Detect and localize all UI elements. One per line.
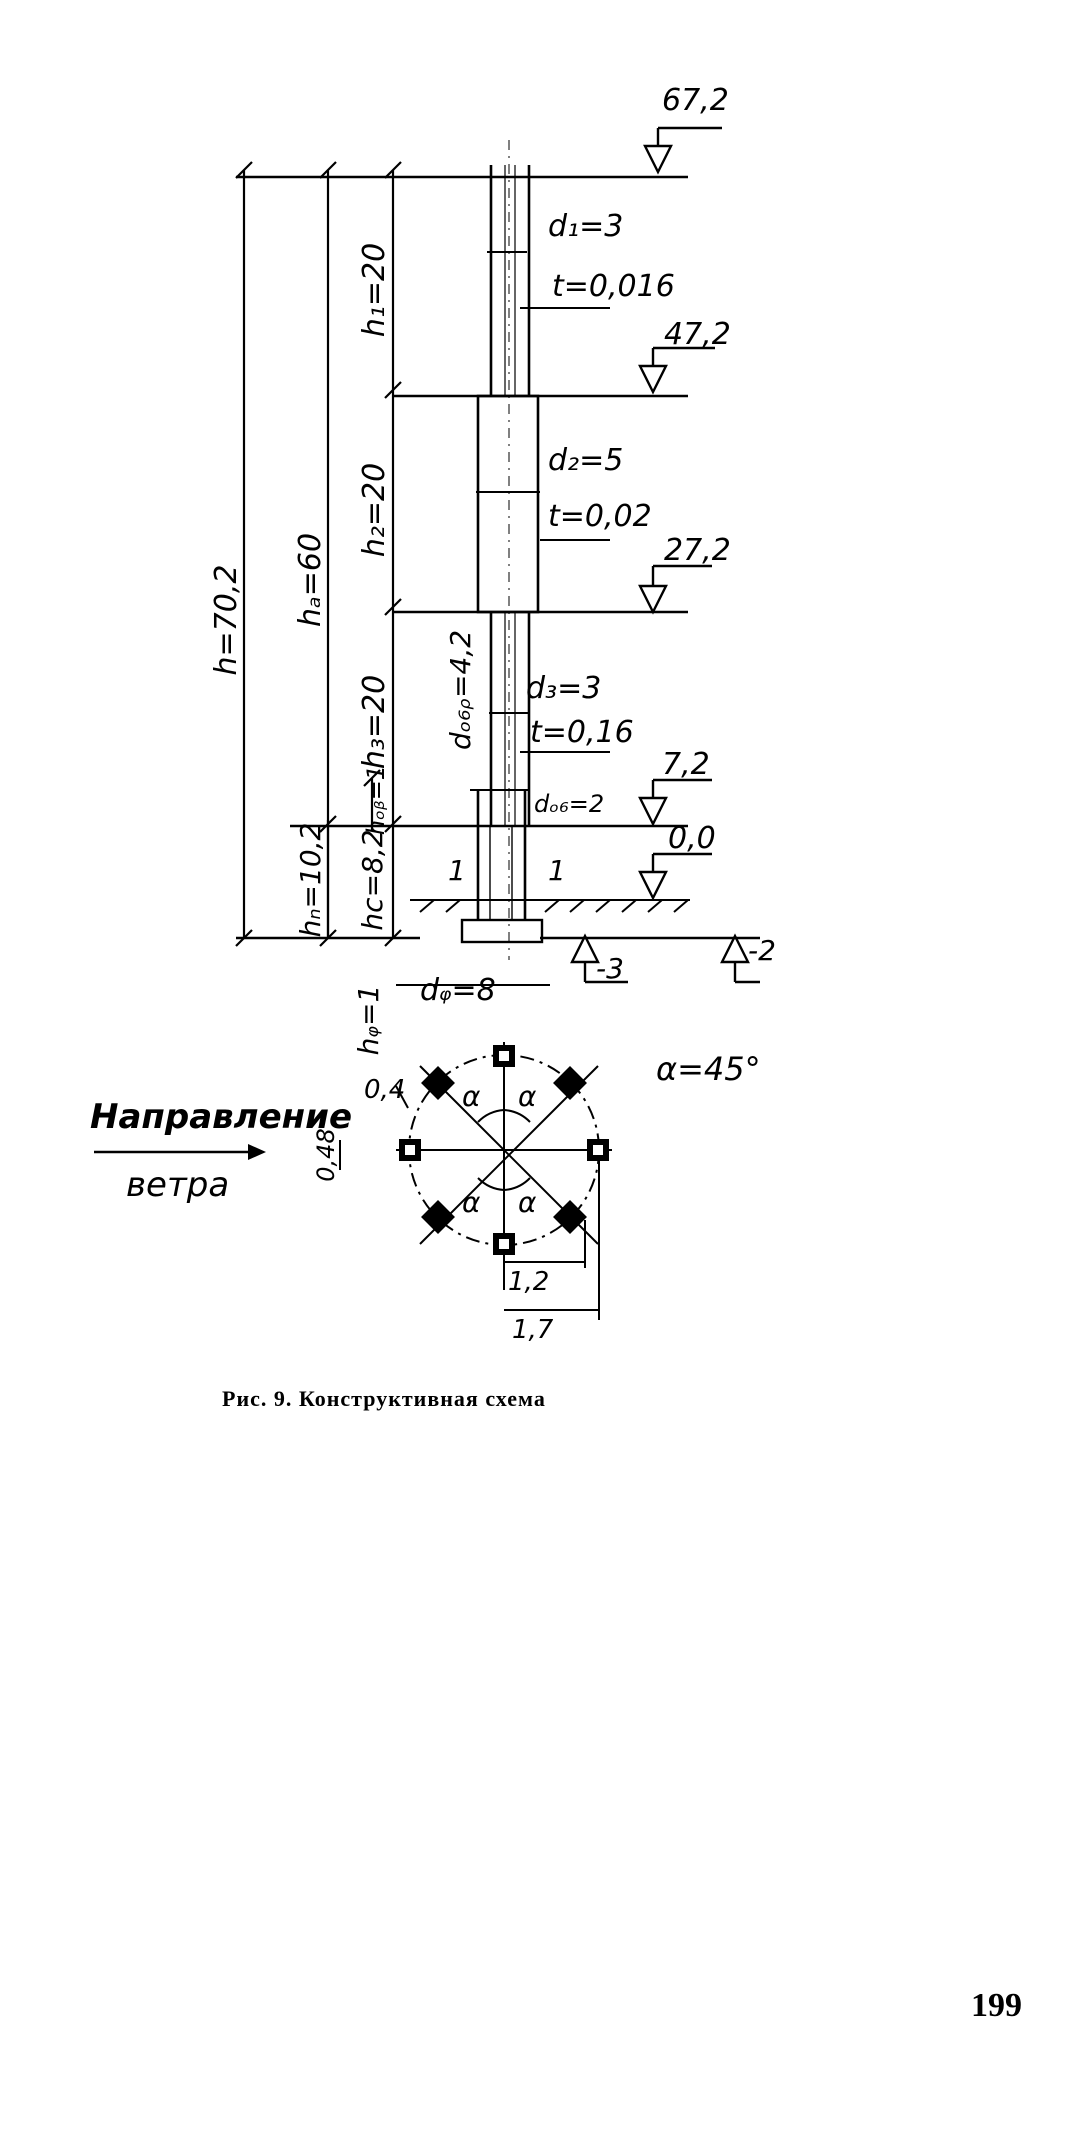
level-l3: 7,2 (662, 747, 710, 782)
label-zone-left: 1 (448, 854, 466, 887)
level-ground: 0,0 (668, 821, 716, 856)
label-h-a: hₐ=60 (293, 533, 328, 627)
support-sw (421, 1200, 455, 1234)
label-t2: t=0,02 (548, 499, 652, 534)
figure-caption: Рис. 9. Конструктивная схема (222, 1386, 546, 1411)
label-dim-048: 0,48 (312, 1128, 340, 1181)
support-nw (421, 1066, 455, 1100)
wind-arrow-icon (248, 1144, 266, 1160)
wind-label-line2: ветра (126, 1165, 229, 1205)
label-dim-04: 0,4 (364, 1075, 405, 1105)
label-d-ob: dₒ₆ᵨ=4,2 (444, 630, 477, 750)
plan-view: α α α α α=45° 0,4 0,48 1,2 1,7 (312, 1042, 761, 1345)
level-bottom: -2 (748, 934, 776, 967)
label-h-n: hₙ=10,2 (294, 823, 327, 938)
label-d1: d₁=3 (548, 209, 623, 244)
level-lines (236, 175, 760, 940)
ground-hatch (410, 899, 690, 913)
label-dim-17: 1,7 (512, 1315, 554, 1345)
level-top: 67,2 (662, 83, 729, 118)
vertical-labels: h=70,2 hₐ=60 hₙ=10,2 hᴄ=8,2 h₁=20 h₂=20 … (209, 243, 477, 1056)
diameter-dims (396, 251, 610, 986)
label-d2: d₂=5 (548, 443, 623, 478)
level-l2: 27,2 (664, 533, 731, 568)
support-ne (553, 1066, 587, 1100)
label-h2: h₂=20 (357, 463, 392, 557)
label-alpha-2: α (518, 1080, 537, 1113)
wind-label-line1: Направление (90, 1097, 352, 1137)
label-alpha-4: α (518, 1186, 537, 1219)
label-h-c: hᴄ=8,2 (356, 829, 389, 930)
level-l1: 47,2 (664, 317, 731, 352)
level-foundation: -3 (596, 952, 624, 985)
label-alpha-3: α (462, 1186, 481, 1219)
page-number: 199 (971, 1987, 1022, 2024)
label-d3: d₃=3 (526, 671, 601, 706)
tower-shaft (460, 140, 544, 960)
shaft-labels: d₁=3 t=0,016 d₂=5 t=0,02 d₃=3 t=0,16 dₒ₆… (420, 209, 675, 1008)
wind-direction: Направление ветра (90, 1097, 352, 1205)
level-labels: 67,2 47,2 27,2 7,2 0,0 -3 -2 (596, 83, 776, 985)
label-dim-12: 1,2 (508, 1267, 549, 1297)
label-h-ob: hₒᵦ=1 (362, 765, 390, 835)
label-alpha-1: α (462, 1080, 481, 1113)
label-t3: t=0,16 (530, 715, 634, 750)
label-h3: h₃=20 (357, 675, 392, 769)
label-h-total: h=70,2 (209, 565, 244, 676)
label-h1: h₁=20 (357, 243, 392, 337)
level-markers (570, 126, 760, 984)
label-d-f: dᵩ=8 (420, 973, 496, 1008)
label-h-f: hᵩ=1 (352, 985, 385, 1056)
label-d-ob-small: dₒ₆=2 (534, 790, 604, 818)
label-t1: t=0,016 (552, 269, 675, 304)
label-alpha-note: α=45° (656, 1050, 761, 1088)
label-zone-right: 1 (548, 854, 566, 887)
support-se (553, 1200, 587, 1234)
